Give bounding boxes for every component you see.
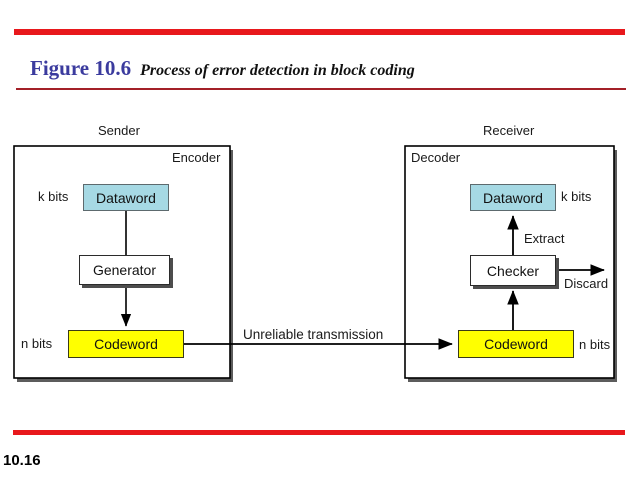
figure-caption: Process of error detection in block codi… [140,62,415,79]
receiver-codeword-bits-label: n bits [579,337,611,352]
sender-dataword-block: Dataword [83,184,169,211]
checker-block: Checker [470,255,556,286]
sender-codeword-block: Codeword [68,330,184,358]
receiver-container-label: Receiver [483,123,535,138]
generator-block: Generator [79,255,170,285]
sender-container-label: Sender [98,123,140,138]
decoder-label: Decoder [411,150,461,165]
title-underline-rule [16,88,626,90]
extract-arrow-label: Extract [524,231,565,246]
bottom-red-rule [13,430,625,435]
sender-dataword-bits-label: k bits [38,189,69,204]
sender-codeword-bits-label: n bits [21,336,53,351]
receiver-dataword-block: Dataword [470,184,556,211]
top-red-rule [14,29,625,35]
transmission-label: Unreliable transmission [243,327,384,342]
slide-number: 10.16 [3,452,41,469]
figure-number: Figure 10.6 [30,56,132,80]
receiver-codeword-block: Codeword [458,330,574,358]
figure-title: Figure 10.6 Process of error detection in… [30,56,415,81]
encoder-label: Encoder [172,150,221,165]
receiver-dataword-bits-label: k bits [561,189,592,204]
discard-arrow-label: Discard [564,276,609,291]
